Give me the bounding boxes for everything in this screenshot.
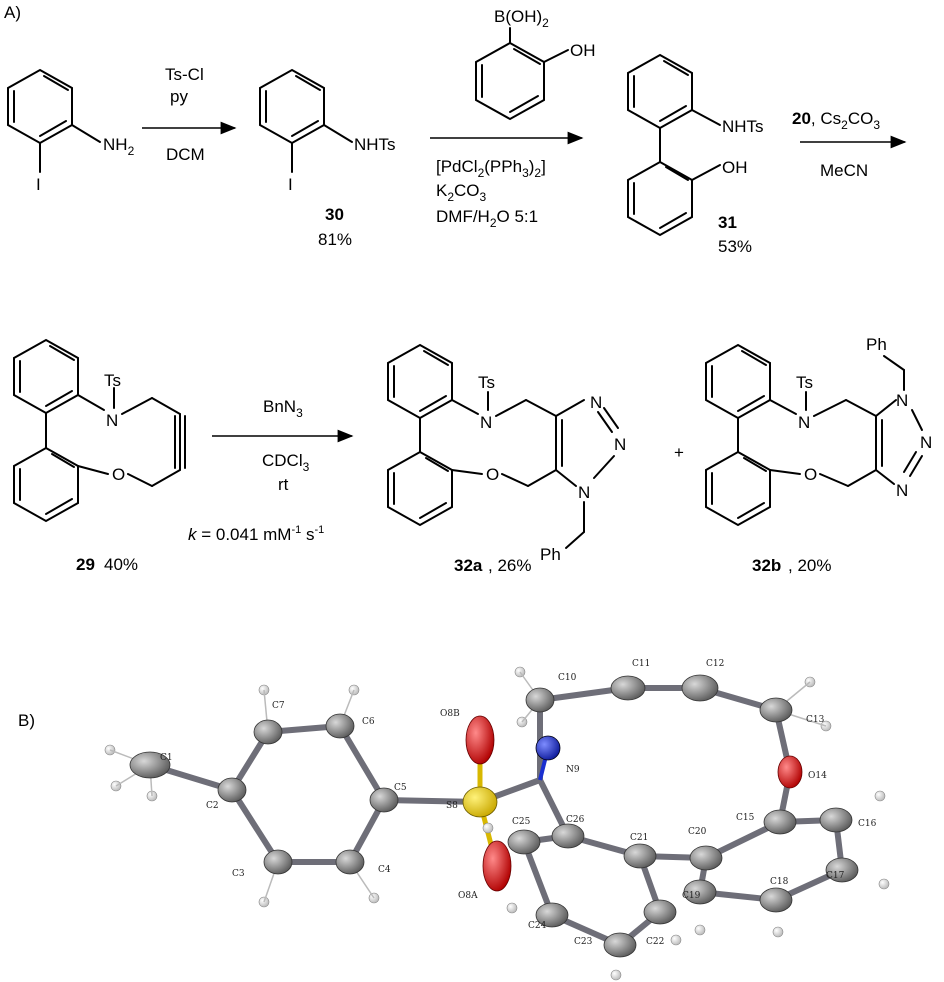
compound-number-32a: 32a (454, 556, 483, 575)
crystal-structure: C1 C2 C3 C4 C5 C6 C7 S8 O8B O8A N9 C10 C… (104, 659, 890, 981)
atom-label-c21: C21 (630, 833, 648, 843)
ts-32b-label: Ts (796, 373, 813, 392)
compound-number-31: 31 (718, 213, 737, 232)
solvent-dmf-label: DMF/H2O 5:1 (436, 207, 538, 230)
atom-label-c20: C20 (688, 827, 707, 837)
compound-29: N Ts O 29 40% (13, 338, 186, 574)
boronic-b-label: B(OH)2 (494, 7, 549, 30)
n-29-label: N (106, 411, 118, 430)
atom-label-c4: C4 (378, 865, 391, 875)
atom-label-c25: C25 (512, 817, 531, 827)
atom-label-c11: C11 (632, 659, 650, 669)
boronic-acid: B(OH)2 OH (475, 7, 596, 121)
atom-label-s8: S8 (446, 801, 458, 811)
panel-label-a: A) (4, 3, 21, 22)
o-32b-label: O (804, 465, 817, 484)
plus-sign: + (674, 443, 684, 462)
atom-label-c26: C26 (566, 815, 585, 825)
iodo-label: I (36, 175, 41, 194)
start-2-iodoaniline: NH2 I (7, 68, 135, 194)
atom-label-c22: C22 (646, 937, 664, 947)
temp-rt: rt (278, 475, 289, 494)
boronic-oh-label: OH (570, 41, 596, 60)
reagent-py: py (170, 87, 188, 106)
atom-label-c19: C19 (682, 891, 701, 901)
nhts-label: NHTs (354, 135, 396, 154)
triazole-n1-32b: N (896, 391, 908, 410)
ts-29-label: Ts (104, 371, 121, 390)
o-29-label: O (112, 465, 125, 484)
compound-32a: N Ts N N N Ph O 32a , 26% (387, 343, 626, 575)
solvent-cdcl3: CDCl3 (262, 451, 310, 474)
atom-label-c24: C24 (528, 921, 547, 931)
atom-label-o8a: O8A (458, 891, 478, 901)
yield-31: 53% (718, 237, 752, 256)
triazole-n2-32a: N (614, 435, 626, 454)
nh2-label: NH2 (103, 135, 135, 158)
n-32b-label: N (798, 413, 810, 432)
reagent-bnn3: BnN3 (263, 397, 303, 420)
triazole-n3-32b: N (896, 481, 908, 500)
n-32a-label: N (480, 413, 492, 432)
base-label: K2CO3 (436, 181, 487, 204)
atom-label-c10: C10 (558, 673, 577, 683)
yield-30: 81% (318, 230, 352, 249)
rate-constant: k = 0.041 mM-1 s-1 (188, 524, 324, 544)
panel-label-b: B) (18, 711, 35, 730)
ph-32a-label: Ph (540, 545, 561, 564)
iodo-label-30: I (288, 175, 293, 194)
atom-label-c3: C3 (232, 869, 245, 879)
atom-label-c7: C7 (272, 701, 285, 711)
compound-number-29: 29 (76, 555, 95, 574)
atom-label-o14: O14 (808, 771, 827, 781)
solvent-mecn: MeCN (820, 161, 868, 180)
triazole-n2-32b: N (920, 433, 932, 452)
atom-label-c12: C12 (706, 659, 724, 669)
o-32a-label: O (486, 465, 499, 484)
compound-30: NHTs I 30 81% (259, 68, 396, 249)
atom-label-c1: C1 (160, 753, 173, 763)
yield-32b: , 20% (788, 556, 831, 575)
atom-label-c2: C2 (206, 801, 219, 811)
catalyst-label: [PdCl2(PPh3)2] (436, 157, 546, 180)
atom-label-c16: C16 (858, 819, 877, 829)
yield-32a: , 26% (488, 556, 531, 575)
atom-label-c18: C18 (770, 877, 789, 887)
atom-label-c5: C5 (394, 783, 407, 793)
compound-31: NHTs OH 31 53% (627, 53, 764, 256)
atom-label-n9: N9 (566, 765, 580, 775)
compound-number-32b: 32b (752, 556, 781, 575)
atom-label-c13: C13 (806, 715, 825, 725)
atom-label-o8b: O8B (440, 709, 460, 719)
atom-label-c23: C23 (574, 937, 593, 947)
nhts-31-label: NHTs (722, 117, 764, 136)
triazole-n3-32a: N (590, 393, 602, 412)
ph-32b-label: Ph (866, 335, 887, 354)
ts-32a-label: Ts (478, 373, 495, 392)
compound-32b: N Ts N Ph N N O 32b , 20% (705, 335, 932, 575)
solvent-dcm: DCM (166, 145, 205, 164)
reagent-20-label: 20, Cs2CO3 (792, 109, 880, 132)
yield-29: 40% (104, 555, 138, 574)
triazole-n1-32a: N (578, 483, 590, 502)
compound-number-30: 30 (325, 205, 344, 224)
atom-label-c17: C17 (826, 871, 845, 881)
atom-label-c6: C6 (362, 717, 375, 727)
oh-31-label: OH (722, 158, 748, 177)
atom-label-c15: C15 (736, 813, 755, 823)
reagent-tscl: Ts-Cl (165, 65, 204, 84)
